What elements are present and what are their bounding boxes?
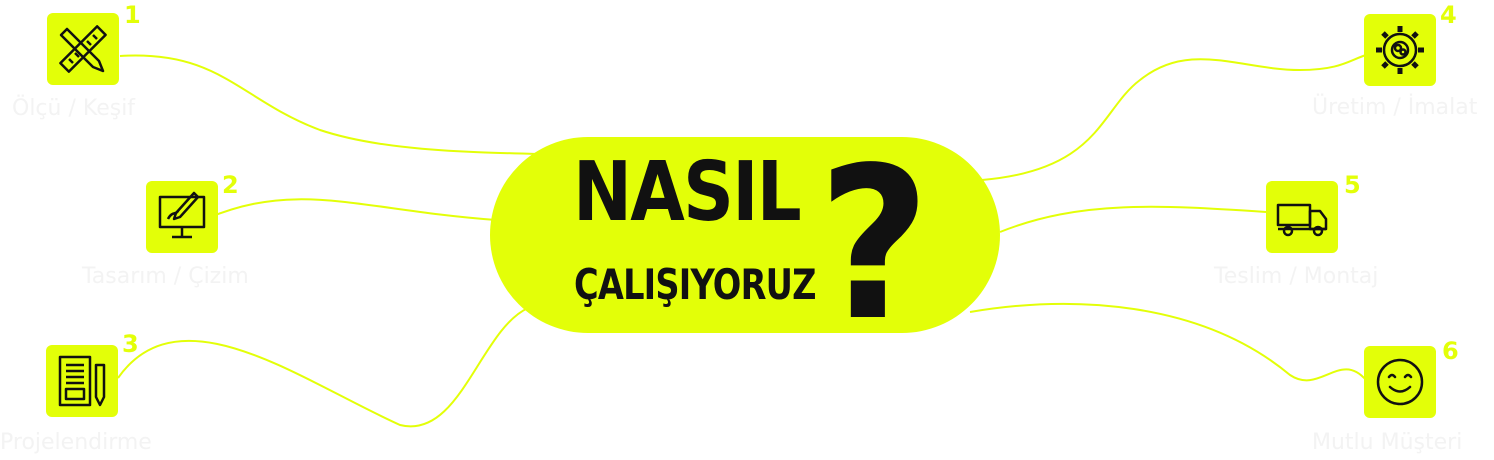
title-line-1: NASIL — [573, 145, 802, 240]
step-6-number: 6 — [1442, 337, 1459, 365]
title-line-2: ÇALIŞIYORUZ — [574, 260, 817, 309]
step-4-number: 4 — [1440, 1, 1457, 29]
step-6-label: Mutlu Müşteri — [1312, 430, 1463, 455]
step-5-box — [1266, 181, 1338, 253]
step-2-number: 2 — [222, 171, 239, 199]
step-3-box — [46, 345, 118, 417]
connector-step-5 — [999, 205, 1267, 233]
step-1-label: Ölçü / Keşif — [12, 96, 136, 121]
step-3-number: 3 — [122, 330, 139, 358]
step-5-number: 5 — [1344, 171, 1361, 199]
step-4-box — [1364, 14, 1436, 86]
truck-icon — [1276, 203, 1328, 237]
gear-icon — [1376, 26, 1424, 74]
central-title-pill — [490, 137, 1000, 333]
connector-step-3 — [117, 307, 529, 428]
step-1-number: 1 — [124, 1, 141, 29]
connector-step-1 — [119, 54, 539, 155]
step-5-label: Teslim / Montaj — [1214, 264, 1379, 289]
step-6-box — [1364, 346, 1436, 418]
step-4-label: Üretim / İmalat — [1312, 95, 1478, 120]
step-3-label: Projelendirme — [0, 430, 152, 455]
step-2-label: Tasarım / Çizim — [82, 264, 249, 289]
design-monitor-icon — [158, 191, 206, 239]
step-1-box — [47, 13, 119, 85]
connector-step-4 — [981, 54, 1367, 181]
document-pencil-icon — [58, 355, 106, 407]
connector-step-6 — [969, 302, 1367, 382]
smiley-icon — [1376, 358, 1424, 406]
pencil-ruler-icon — [59, 25, 107, 73]
step-2-box — [146, 181, 218, 253]
question-mark: ? — [818, 122, 931, 367]
connector-step-2 — [207, 198, 497, 221]
